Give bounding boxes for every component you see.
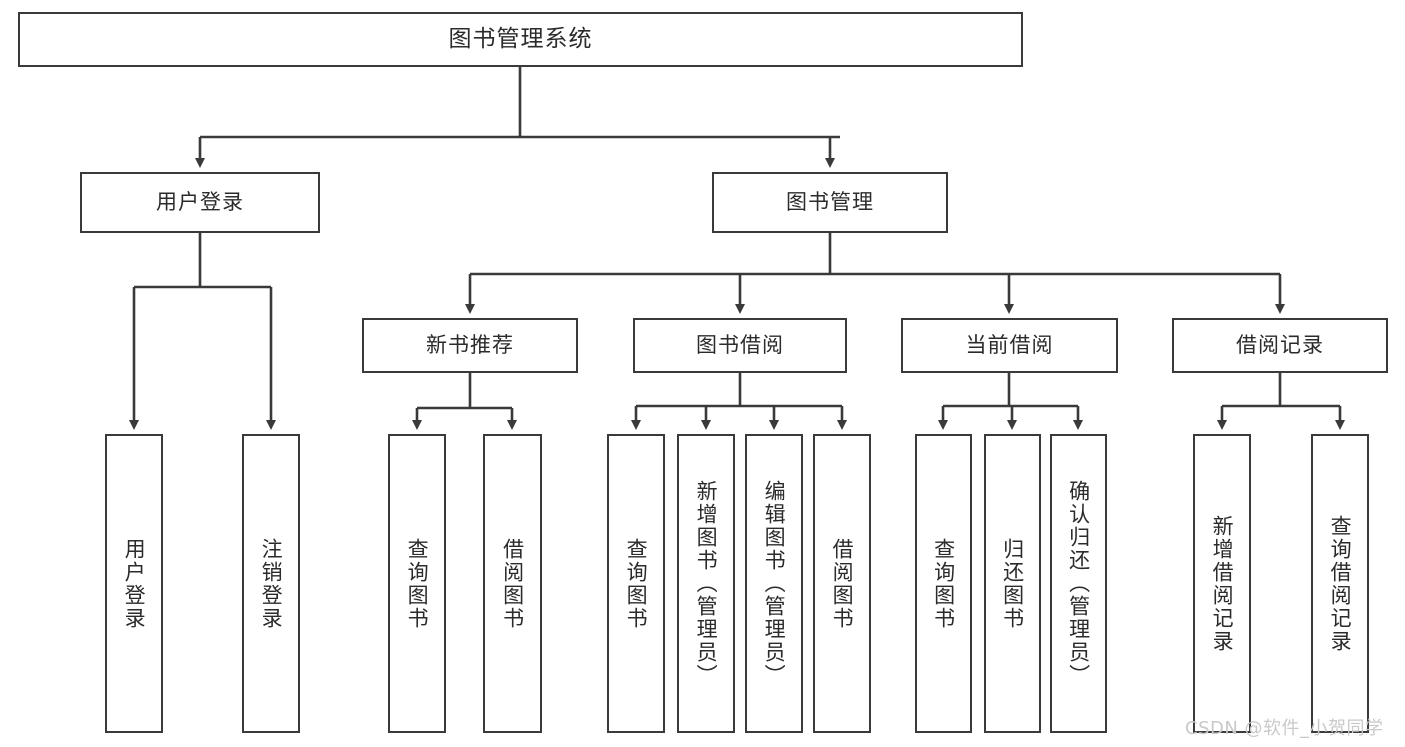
- node-leaf-borrow-book-rec[interactable]: 借阅图书: [483, 434, 542, 733]
- node-book-borrow-label: 图书借阅: [696, 333, 784, 358]
- node-leaf-logout-label: 注销登录: [259, 537, 284, 630]
- node-leaf-confirm-return-label: 确认归还（管理员）: [1066, 480, 1091, 687]
- node-root[interactable]: 图书管理系统: [18, 12, 1023, 67]
- node-leaf-logout[interactable]: 注销登录: [242, 434, 300, 733]
- node-leaf-user-login[interactable]: 用户登录: [105, 434, 163, 733]
- node-leaf-borrow-book-rec-label: 借阅图书: [500, 537, 525, 630]
- node-leaf-return-book-label: 归还图书: [1000, 537, 1025, 630]
- node-current-borrow[interactable]: 当前借阅: [901, 318, 1118, 373]
- node-leaf-query-book-current-label: 查询图书: [931, 537, 956, 630]
- node-leaf-query-record-label: 查询借阅记录: [1328, 514, 1353, 653]
- node-new-book-recommend-label: 新书推荐: [426, 333, 514, 358]
- node-book-borrow[interactable]: 图书借阅: [633, 318, 847, 373]
- node-leaf-query-book-borrow[interactable]: 查询图书: [607, 434, 665, 733]
- node-book-manage[interactable]: 图书管理: [712, 172, 948, 233]
- node-borrow-record-label: 借阅记录: [1236, 333, 1324, 358]
- node-current-borrow-label: 当前借阅: [965, 333, 1054, 358]
- node-leaf-query-record[interactable]: 查询借阅记录: [1311, 434, 1369, 733]
- node-leaf-user-login-label: 用户登录: [122, 537, 147, 630]
- node-leaf-add-book[interactable]: 新增图书（管理员）: [677, 434, 735, 733]
- node-leaf-borrow-book-label: 借阅图书: [830, 537, 855, 630]
- node-book-manage-label: 图书管理: [786, 190, 874, 215]
- node-leaf-add-book-label: 新增图书（管理员）: [694, 480, 719, 687]
- node-leaf-query-book-current[interactable]: 查询图书: [915, 434, 972, 733]
- node-leaf-query-book-borrow-label: 查询图书: [624, 537, 649, 630]
- node-new-book-recommend[interactable]: 新书推荐: [362, 318, 578, 373]
- node-leaf-query-book-rec-label: 查询图书: [405, 537, 430, 630]
- node-leaf-add-record[interactable]: 新增借阅记录: [1193, 434, 1251, 733]
- node-leaf-edit-book-label: 编辑图书（管理员）: [762, 480, 787, 687]
- node-leaf-return-book[interactable]: 归还图书: [984, 434, 1041, 733]
- node-borrow-record[interactable]: 借阅记录: [1172, 318, 1388, 373]
- node-leaf-borrow-book[interactable]: 借阅图书: [813, 434, 871, 733]
- node-user-login-label: 用户登录: [156, 190, 244, 215]
- node-leaf-confirm-return[interactable]: 确认归还（管理员）: [1050, 434, 1107, 733]
- watermark: CSDN @软件_小贺同学: [1185, 718, 1384, 739]
- node-leaf-edit-book[interactable]: 编辑图书（管理员）: [745, 434, 803, 733]
- node-user-login[interactable]: 用户登录: [80, 172, 320, 233]
- node-leaf-add-record-label: 新增借阅记录: [1210, 514, 1235, 653]
- node-root-label: 图书管理系统: [448, 26, 593, 53]
- node-leaf-query-book-rec[interactable]: 查询图书: [388, 434, 446, 733]
